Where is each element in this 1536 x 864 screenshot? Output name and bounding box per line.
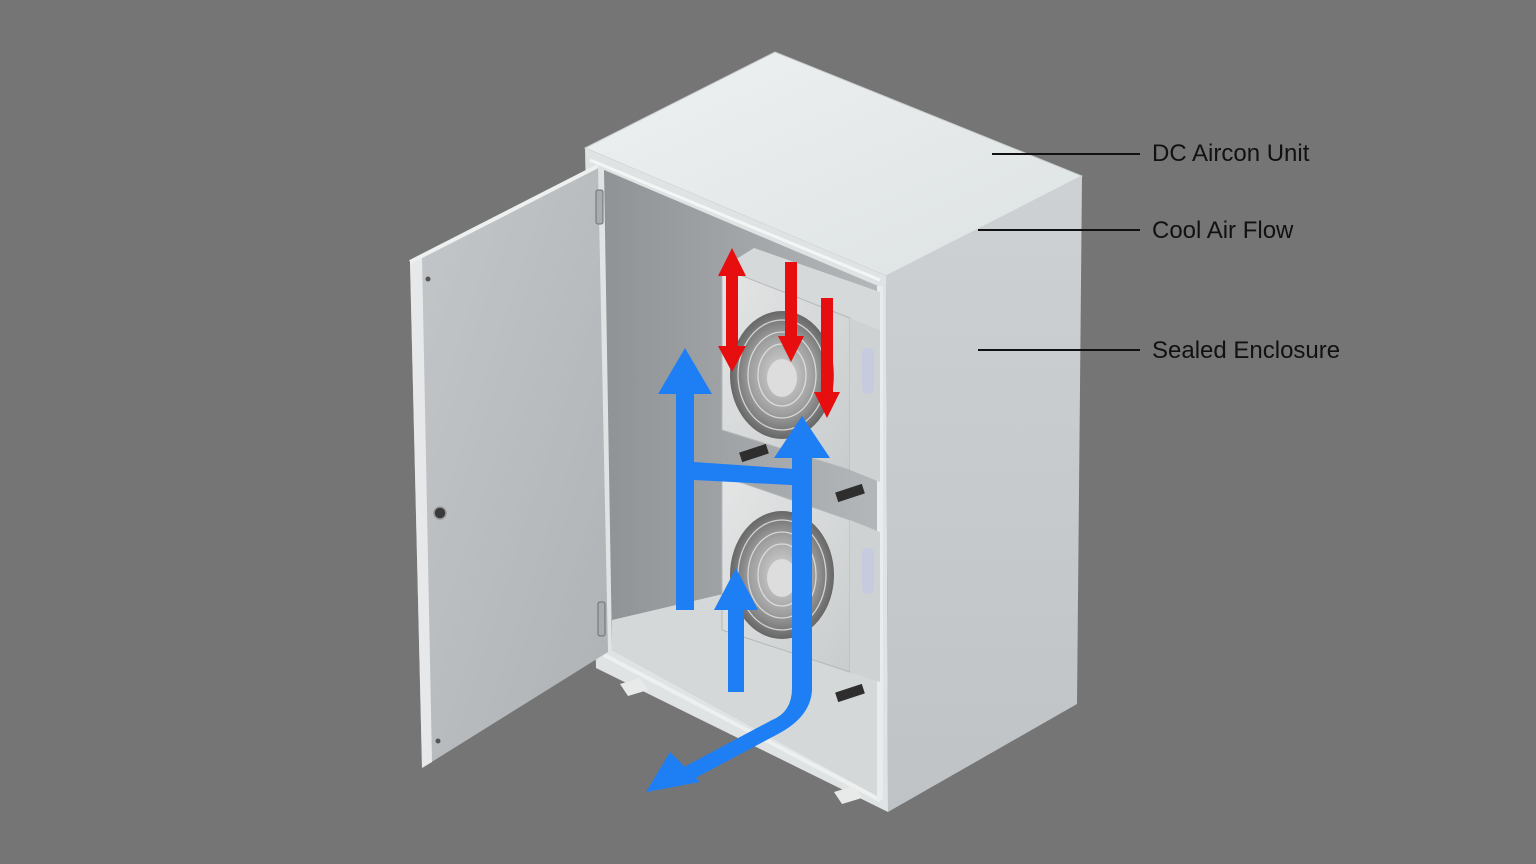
- door-hinge-bottom: [597, 601, 606, 637]
- arrow-exit-icon: [646, 688, 812, 792]
- label-dc-aircon-unit: DC Aircon Unit: [1152, 140, 1310, 167]
- hot-air-arrows: [718, 248, 840, 418]
- enclosure-foot: [834, 786, 862, 804]
- cool-air-flow-arrows: [646, 348, 830, 792]
- fan-hub: [767, 559, 797, 597]
- connector-band: [694, 462, 810, 486]
- arrow-down-icon: [778, 262, 804, 362]
- arrow-up-icon: [714, 568, 758, 692]
- door-screw: [425, 276, 431, 282]
- enclosure-door[interactable]: [409, 164, 608, 768]
- enclosure-side-panel: [886, 176, 1082, 812]
- label-cool-air-flow: Cool Air Flow: [1152, 217, 1294, 244]
- door-handle-knob[interactable]: [433, 506, 447, 520]
- double-headed-arrow-icon: [718, 248, 746, 372]
- enclosure-foot: [620, 678, 648, 696]
- arrow-up-icon: [774, 416, 830, 692]
- door-hinge-top: [595, 189, 604, 225]
- fan-hub: [767, 359, 797, 397]
- dc-aircon-unit-upper: [721, 248, 880, 503]
- label-sealed-enclosure: Sealed Enclosure: [1152, 337, 1341, 364]
- arrow-down-icon: [814, 298, 840, 418]
- arrow-up-icon: [658, 348, 712, 610]
- door-screw: [435, 738, 441, 744]
- callout-lines: [978, 153, 1140, 351]
